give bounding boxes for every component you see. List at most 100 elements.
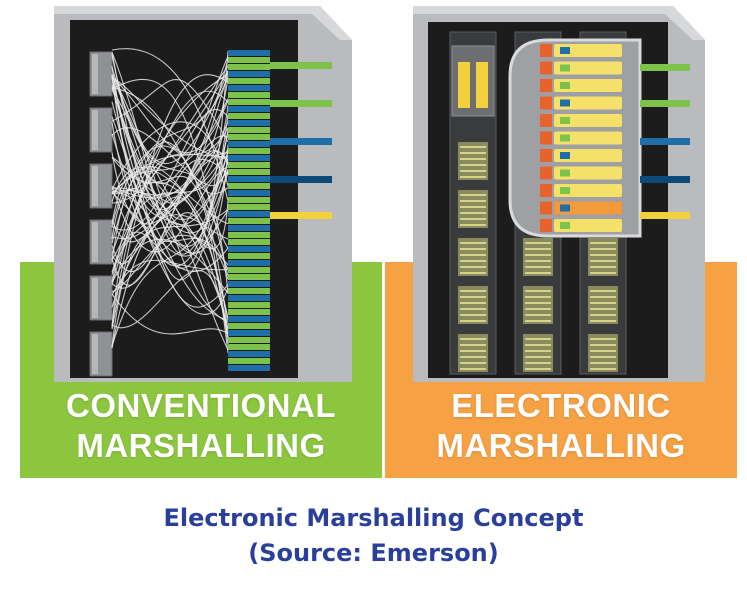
conventional-label-line2: MARSHALLING bbox=[76, 427, 326, 464]
terminal bbox=[228, 148, 270, 154]
io-card bbox=[588, 334, 618, 372]
terminal bbox=[228, 316, 270, 322]
field-cable-stubs bbox=[640, 64, 690, 219]
io-card-pin-row bbox=[590, 302, 616, 304]
terminal bbox=[228, 183, 270, 189]
io-card-pin-row bbox=[590, 350, 616, 352]
charm-module bbox=[554, 44, 622, 57]
io-card-pin-row bbox=[460, 248, 486, 250]
conventional-cabinet bbox=[54, 6, 352, 382]
io-card bbox=[458, 334, 488, 372]
wire bbox=[111, 55, 229, 294]
io-card-pin-row bbox=[525, 314, 551, 316]
io-card-pin-row bbox=[590, 254, 616, 256]
charm-module bbox=[554, 219, 622, 232]
field-cable bbox=[270, 100, 332, 107]
caption-source: (Source: Emerson) bbox=[248, 539, 499, 567]
wire bbox=[111, 79, 229, 143]
charm-module bbox=[554, 61, 622, 75]
wire bbox=[111, 76, 229, 154]
io-card-pin-row bbox=[460, 308, 486, 310]
charm-indicator bbox=[560, 117, 570, 124]
io-card bbox=[588, 238, 618, 276]
electronic-label-line2: MARSHALLING bbox=[436, 427, 686, 464]
io-card-pin-row bbox=[590, 368, 616, 370]
field-cable bbox=[270, 212, 332, 219]
io-card-pin-row bbox=[590, 344, 616, 346]
terminal bbox=[228, 309, 270, 315]
charm-indicator bbox=[560, 152, 570, 159]
wire bbox=[111, 149, 229, 273]
conventional-label-line1: CONVENTIONAL bbox=[66, 387, 336, 424]
charm-terminal bbox=[540, 96, 552, 110]
io-card-pin-row bbox=[460, 224, 486, 226]
io-card-pin-row bbox=[460, 296, 486, 298]
field-cable bbox=[640, 64, 690, 71]
terminal bbox=[228, 190, 270, 196]
charm-module bbox=[554, 201, 622, 215]
io-card-pin-row bbox=[460, 272, 486, 274]
wire bbox=[111, 269, 229, 344]
wire-bundle bbox=[111, 48, 229, 354]
terminal bbox=[228, 225, 270, 231]
io-card-pin-row bbox=[590, 272, 616, 274]
charm-module bbox=[554, 79, 622, 92]
terminal bbox=[228, 288, 270, 294]
charm-module bbox=[554, 184, 622, 197]
terminal-strip bbox=[228, 50, 270, 371]
wire bbox=[111, 166, 229, 270]
charm-indicator bbox=[560, 187, 570, 194]
io-card bbox=[523, 238, 553, 276]
terminal bbox=[228, 162, 270, 168]
terminal bbox=[228, 71, 270, 77]
field-cable bbox=[270, 176, 332, 183]
io-card-pin-row bbox=[525, 338, 551, 340]
io-card-pin-row bbox=[590, 266, 616, 268]
wire bbox=[111, 84, 229, 226]
terminal bbox=[228, 358, 270, 364]
charm-terminal bbox=[540, 184, 552, 197]
io-card-pin-row bbox=[525, 302, 551, 304]
wire bbox=[111, 108, 229, 231]
io-card-pin-row bbox=[590, 290, 616, 292]
terminal bbox=[228, 57, 270, 63]
field-cable bbox=[640, 138, 690, 145]
wire bbox=[111, 293, 229, 335]
terminal bbox=[228, 232, 270, 238]
io-card-pin-row bbox=[460, 260, 486, 262]
io-card-pin-row bbox=[460, 344, 486, 346]
io-card-pin-row bbox=[460, 290, 486, 292]
terminal bbox=[228, 253, 270, 259]
terminal bbox=[228, 239, 270, 245]
terminal bbox=[228, 351, 270, 357]
wire bbox=[111, 91, 229, 261]
io-card-pin-row bbox=[460, 254, 486, 256]
wire bbox=[111, 234, 229, 293]
io-card-pin-row bbox=[590, 362, 616, 364]
io-card-pin-row bbox=[460, 242, 486, 244]
field-cable bbox=[640, 212, 690, 219]
terminal bbox=[228, 267, 270, 273]
io-card-pin-row bbox=[590, 314, 616, 316]
io-card-pin-row bbox=[525, 356, 551, 358]
charm-module bbox=[554, 131, 622, 145]
terminal bbox=[228, 246, 270, 252]
charm-indicator bbox=[560, 82, 570, 89]
terminal bbox=[228, 85, 270, 91]
io-card-pin-row bbox=[590, 296, 616, 298]
terminal bbox=[228, 330, 270, 336]
io-card-pin-row bbox=[525, 248, 551, 250]
terminal bbox=[228, 64, 270, 70]
io-block-highlight bbox=[92, 222, 98, 262]
wire bbox=[111, 77, 229, 254]
io-card-pin-row bbox=[525, 290, 551, 292]
terminal bbox=[228, 134, 270, 140]
charm-bank bbox=[508, 38, 642, 238]
charm-terminal bbox=[540, 219, 552, 232]
charm-indicator bbox=[560, 99, 570, 107]
io-card-pin-row bbox=[460, 338, 486, 340]
io-card-pin-row bbox=[460, 314, 486, 316]
io-card-pin-row bbox=[460, 356, 486, 358]
wire bbox=[111, 121, 229, 204]
charm-terminal bbox=[540, 61, 552, 75]
